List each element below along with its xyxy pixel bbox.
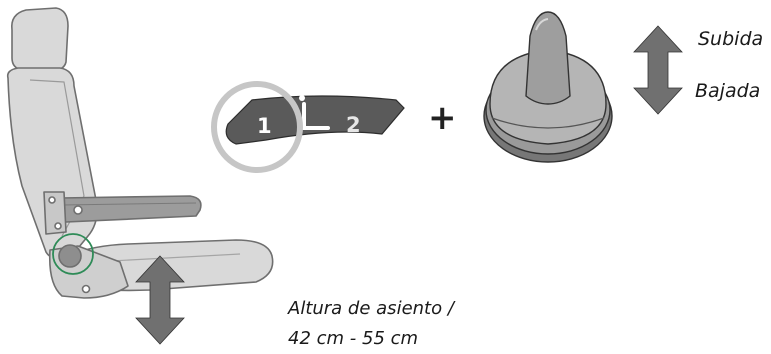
plus-sign: + <box>428 98 457 138</box>
raise-label: Subida <box>698 28 764 50</box>
position-1-highlight-ring <box>211 81 303 173</box>
seat-selector-button: 1 2 <box>211 81 405 173</box>
seat-icon <box>302 102 330 130</box>
seat-height-caption: Altura de asiento / 42 cm - 55 cm <box>288 294 454 354</box>
seat-height-arrow-icon <box>135 255 185 345</box>
seat-headrest <box>10 7 69 71</box>
seat-adjust-knob <box>58 244 82 268</box>
position-1-label: 1 <box>257 114 272 138</box>
joystick-control <box>483 11 613 163</box>
seat-height-caption-line2: 42 cm - 55 cm <box>288 328 419 349</box>
lower-label: Bajada <box>695 80 761 102</box>
seat-height-caption-line1: Altura de asiento / <box>288 298 454 319</box>
seat-illustration <box>6 7 274 299</box>
highlighted-lever-ring <box>52 233 94 275</box>
position-2-label: 2 <box>346 113 361 137</box>
joystick-stick <box>525 11 571 105</box>
up-down-arrow-icon <box>633 25 683 115</box>
selector-button-body <box>225 95 405 145</box>
